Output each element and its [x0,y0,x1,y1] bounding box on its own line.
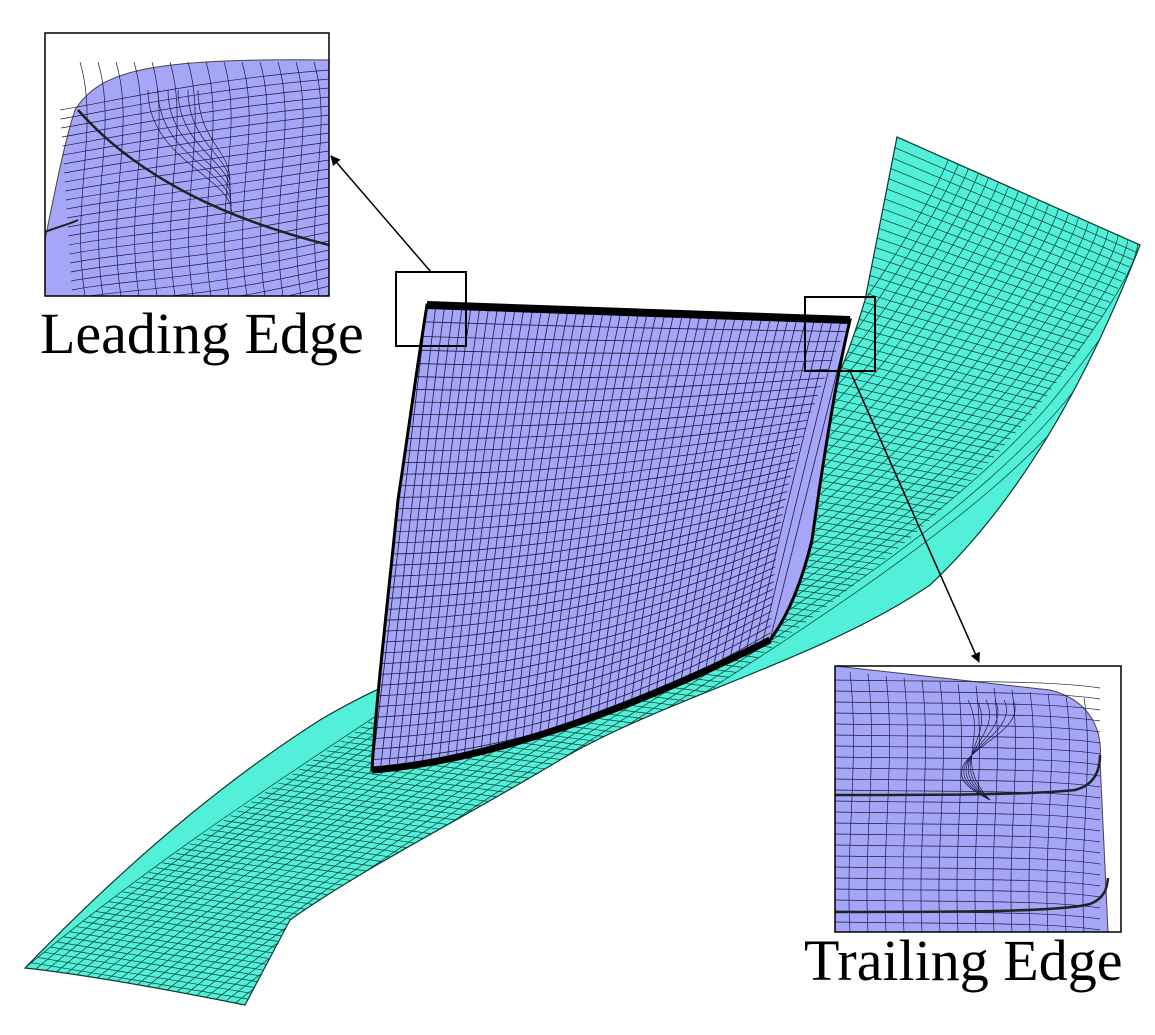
trailing-edge-callout-box [804,296,876,372]
trailing-edge-arrow [849,370,980,663]
leading-edge-label: Leading Edge [40,301,364,366]
trailing-edge-inset [834,665,1122,933]
trailing-edge-label: Trailing Edge [804,928,1123,993]
blade-surface [370,301,852,774]
leading-edge-inset [44,32,330,297]
leading-edge-arrow [330,155,432,273]
